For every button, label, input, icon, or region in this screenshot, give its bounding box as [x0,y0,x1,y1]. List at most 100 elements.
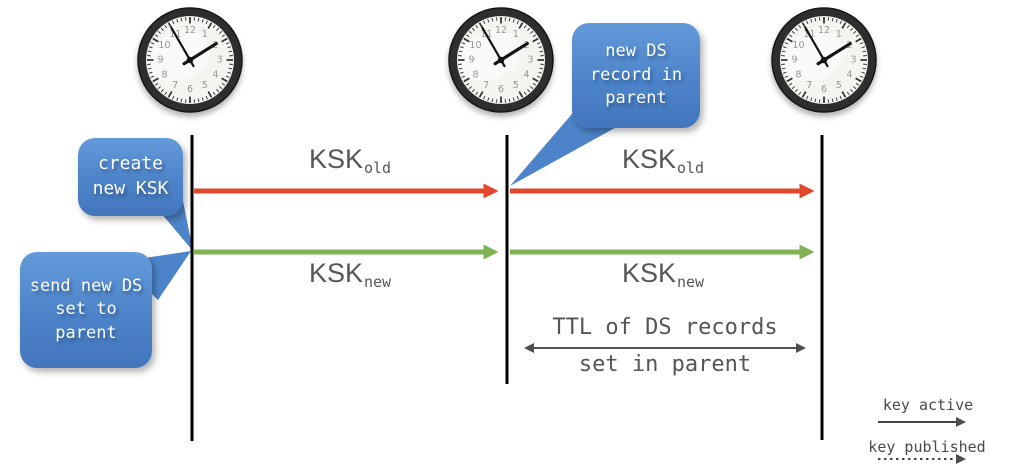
clock-tick [784,42,789,45]
clock-tick [227,71,232,74]
clock-tick [176,97,179,102]
clock-tick [855,77,862,83]
speech-bubble-send-new-ds: send new DS set to parent [20,252,152,368]
clock-tick [814,98,817,103]
clock-tick [152,37,159,43]
clock-face-highlight [147,30,210,82]
clock-tick [483,95,486,100]
clock-numeral: 10 [792,40,804,51]
clock-tick [835,18,838,23]
clock-tick [471,27,475,31]
clock-tick [459,46,464,49]
clock-tick [538,46,543,49]
clock-tick [794,89,798,93]
clock-tick [219,86,223,90]
ksk-old-label-segment-2: KSKold [622,144,705,177]
clock-tick [475,24,479,29]
clock-tick [527,89,531,93]
clock-tick [839,20,842,25]
clock-tick [841,22,847,29]
clock-tick [471,89,475,93]
clock-numeral: 7 [806,80,812,91]
clock-tick [221,82,226,86]
clock-tick [530,30,534,34]
clock-tick [225,75,230,78]
clock-tick [508,98,511,103]
clock-tick [491,17,494,22]
clock-center-pin [186,56,194,64]
clock-tick [164,24,168,29]
clock-tick [532,34,537,38]
clock-tick [458,50,463,53]
clock-numeral: 10 [469,40,481,51]
clock-tick [841,91,847,98]
clock-tick [201,18,204,23]
speech-bubble-new-ds-record: new DS record in parent [572,23,700,128]
clock-tick [523,24,527,29]
clock-tick [221,77,228,83]
clock-tick [465,82,470,86]
clock-tick [781,50,786,53]
clock-tick [167,91,173,98]
clock-tick [478,91,484,98]
clock-numeral: 1 [513,29,519,40]
clock-numeral: 7 [172,80,178,91]
clock-tick [806,95,809,100]
ksk-new-label-segment-2: KSKnew [622,258,704,291]
legend-key-published-label: key published [868,438,986,456]
speech-bubble-create-new-ksk: create new KSK [78,138,183,216]
clock-center-pin [820,56,828,64]
clock-tick [798,91,802,96]
clock-tick [205,95,208,100]
clock-tick [152,77,159,83]
clock-tick [487,97,490,102]
clock-numeral: 9 [468,55,474,66]
clock-numeral: 1 [836,29,842,40]
clock-tick [810,97,813,102]
clock-tick [491,98,494,103]
clock-tick [859,75,864,78]
clock-numeral: 8 [161,69,167,80]
clock-tick [160,27,164,31]
clock-tick [538,71,543,74]
clock-tick [459,71,464,74]
clock-tick [835,97,838,102]
clock-tick [508,17,511,22]
clock-tick [516,20,519,25]
clock-tick [212,91,216,96]
clock-tick [853,30,857,34]
clock-numeral: 5 [513,80,519,91]
clock-tick [831,98,834,103]
clock-tick [814,17,817,22]
clock-numeral: 5 [202,80,208,91]
clock-tick [853,86,857,90]
clock-tick [228,67,233,70]
clock-tick [468,86,472,90]
clock-numeral: 4 [213,69,219,80]
clock-tick [536,42,541,45]
clock-tick [228,50,233,53]
clock-icon: 121234567891011 [448,7,554,113]
ksk-old-label-segment-1: KSKold [309,144,391,177]
clock-tick [862,67,867,70]
clock-numeral: 3 [527,55,533,66]
clock-numeral: 3 [850,55,856,66]
clock-tick [855,37,862,43]
clock-icon: 121234567891011 [137,7,243,113]
clock-tick [225,42,230,45]
clock-tick [539,67,544,70]
clock-tick [468,30,472,34]
clock-tick [850,27,854,31]
clock-tick [786,37,793,43]
clock-numeral: 12 [184,25,196,36]
clock-tick [794,27,798,31]
clock-tick [786,77,793,83]
ksk-label-subscript: old [676,159,705,177]
clock-numeral: 3 [216,55,222,66]
clock-numeral: 5 [836,80,842,91]
clock-tick [147,50,152,53]
clock-tick [157,86,161,90]
clock-numeral: 4 [524,69,530,80]
